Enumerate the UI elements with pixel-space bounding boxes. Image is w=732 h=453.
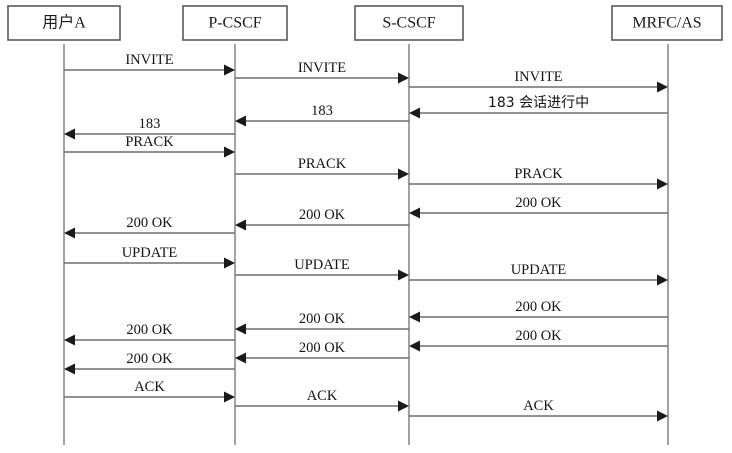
message-arrow: 200 OK	[64, 215, 235, 239]
message-label: PRACK	[514, 166, 563, 182]
lifelines-layer	[63, 44, 669, 445]
message-arrowhead	[409, 340, 420, 352]
actor-scscf[interactable]: S-CSCF	[354, 5, 464, 41]
message-label: 200 OK	[299, 311, 346, 327]
message-arrow: INVITE	[409, 69, 668, 93]
actor-boxes-layer: 用户A P-CSCF S-CSCF MRFC/AS	[7, 5, 723, 41]
message-label: PRACK	[298, 156, 347, 172]
message-arrow: 183 会话进行中	[409, 95, 668, 119]
message-arrow: INVITE	[64, 52, 235, 76]
message-arrow: 200 OK	[409, 195, 668, 219]
message-label: ACK	[523, 398, 554, 414]
message-label: 200 OK	[126, 322, 173, 338]
message-label: INVITE	[514, 69, 562, 85]
message-label: ACK	[134, 379, 165, 395]
actor-label: 用户A	[42, 14, 86, 32]
actor-label: S-CSCF	[382, 15, 435, 32]
message-label: 200 OK	[299, 340, 346, 356]
message-arrowhead	[235, 323, 246, 335]
message-arrow: 200 OK	[64, 322, 235, 346]
message-label: 200 OK	[126, 215, 173, 231]
message-arrow: 200 OK	[409, 299, 668, 323]
message-arrowhead	[235, 219, 246, 231]
message-arrowhead	[657, 178, 668, 190]
message-arrowhead	[64, 227, 75, 239]
message-arrowhead	[398, 168, 409, 180]
message-arrow: 200 OK	[235, 340, 409, 364]
actor-pcscf[interactable]: P-CSCF	[182, 5, 288, 41]
actor-box[interactable]	[611, 5, 723, 41]
message-arrowhead	[64, 363, 75, 375]
message-label: UPDATE	[122, 245, 178, 261]
message-arrow: PRACK	[409, 166, 668, 190]
message-arrow: ACK	[64, 379, 235, 403]
message-arrowhead	[409, 107, 420, 119]
actor-box[interactable]	[354, 5, 464, 41]
message-arrowhead	[398, 72, 409, 84]
message-arrow: 183	[235, 103, 409, 127]
message-arrowhead	[398, 269, 409, 281]
message-label: 183 会话进行中	[488, 95, 589, 111]
message-arrowhead	[224, 257, 235, 269]
message-arrow: PRACK	[64, 134, 235, 158]
message-arrowhead	[409, 207, 420, 219]
message-arrowhead	[235, 115, 246, 127]
actor-label: P-CSCF	[208, 15, 261, 32]
message-arrow: ACK	[235, 388, 409, 412]
message-label: 200 OK	[515, 328, 562, 344]
message-arrow: ACK	[409, 398, 668, 422]
message-label: 183	[311, 103, 333, 119]
message-arrowhead	[224, 64, 235, 76]
message-arrow: PRACK	[235, 156, 409, 180]
message-label: INVITE	[298, 60, 346, 76]
actor-box[interactable]	[7, 5, 121, 41]
message-arrowhead	[224, 146, 235, 158]
message-arrowhead	[224, 391, 235, 403]
message-arrow: 200 OK	[64, 351, 235, 375]
actor-mrfc[interactable]: MRFC/AS	[611, 5, 723, 41]
message-arrowhead	[64, 334, 75, 346]
message-arrow: 200 OK	[235, 207, 409, 231]
message-arrow: UPDATE	[409, 262, 668, 286]
message-arrowhead	[235, 352, 246, 364]
message-label: PRACK	[125, 134, 174, 150]
message-arrowhead	[657, 410, 668, 422]
message-arrow: UPDATE	[235, 257, 409, 281]
message-label: UPDATE	[294, 257, 350, 273]
message-arrowhead	[64, 128, 75, 140]
actor-box[interactable]	[182, 5, 288, 41]
message-arrow: INVITE	[235, 60, 409, 84]
message-label: 200 OK	[515, 299, 562, 315]
message-arrow: 200 OK	[235, 311, 409, 335]
message-arrowhead	[409, 311, 420, 323]
message-label: INVITE	[125, 52, 173, 68]
message-label: 183	[139, 116, 161, 132]
message-label: 200 OK	[126, 351, 173, 367]
message-arrow: 200 OK	[409, 328, 668, 352]
message-arrowhead	[657, 274, 668, 286]
message-arrow: UPDATE	[64, 245, 235, 269]
message-arrow: 183	[64, 116, 235, 140]
message-arrowhead	[398, 400, 409, 412]
actor-ua[interactable]: 用户A	[7, 5, 121, 41]
message-label: 200 OK	[515, 195, 562, 211]
message-label: UPDATE	[511, 262, 567, 278]
message-label: ACK	[307, 388, 338, 404]
message-arrowhead	[657, 81, 668, 93]
message-label: 200 OK	[299, 207, 346, 223]
actor-label: MRFC/AS	[632, 15, 701, 32]
